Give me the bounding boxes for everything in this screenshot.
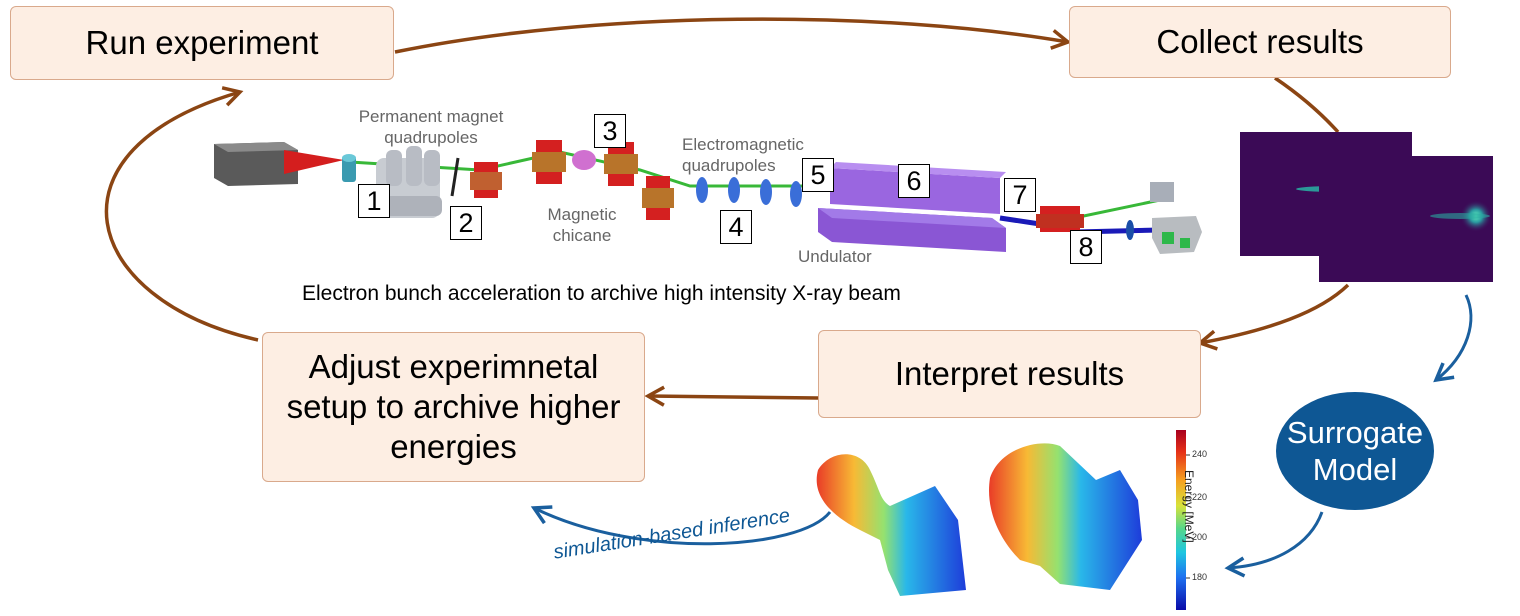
undulator-label-text: Undulator: [798, 247, 872, 266]
chicane-label: Magnetic chicane: [534, 204, 630, 246]
marker-1: 1: [358, 184, 390, 218]
detector-image-2: [1319, 156, 1493, 282]
emq-lenses: [696, 177, 802, 207]
arrow-collect-to-images: [1274, 76, 1340, 134]
adjust-setup-line-3: energies: [390, 428, 517, 465]
marker-2: 2: [450, 206, 482, 240]
marker-8: 8: [1070, 230, 1102, 264]
colorbar-tick-200: 200: [1192, 532, 1208, 542]
pmq-label-line-1: Permanent magnet: [358, 107, 504, 126]
surrogate-model-node: Surrogate Model: [1276, 392, 1434, 510]
arrow-interpret-to-adjust: [644, 385, 819, 407]
arrow-images-to-model: [1433, 294, 1473, 383]
chicane-center: [572, 150, 596, 170]
dipole-2: [470, 162, 502, 198]
pmq-label: Permanent magnet quadrupoles: [340, 106, 522, 148]
adjust-setup-line-1: Adjust experimnetal: [308, 348, 599, 385]
collect-results-box: Collect results: [1069, 6, 1451, 78]
run-experiment-box: Run experiment: [10, 6, 394, 80]
adjust-setup-box: Adjust experimnetal setup to archive hig…: [262, 332, 645, 482]
chicane-magnet-c: [642, 176, 674, 220]
interpret-results-box: Interpret results: [818, 330, 1201, 418]
run-experiment-label: Run experiment: [85, 24, 319, 61]
arrow-sbi: [530, 505, 832, 546]
chicane-magnet-b: [604, 142, 638, 186]
detector-images: [1240, 132, 1493, 282]
beamline-caption: Electron bunch acceleration to archive h…: [302, 282, 901, 305]
pmq-label-line-2: quadrupoles: [384, 128, 478, 147]
emq-label-line-1: Electromagnetic: [682, 135, 804, 154]
dipole-7: [1036, 206, 1084, 232]
marker-5: 5: [802, 158, 834, 192]
emq-label-line-2: quadrupoles: [682, 156, 776, 175]
undulator-label: Undulator: [798, 246, 894, 267]
cycle-arrows: [104, 17, 1350, 407]
colorbar-tick-220: 220: [1192, 492, 1208, 502]
phase-space-plots: [816, 443, 1142, 596]
surrogate-model-line-1: Surrogate: [1286, 415, 1424, 450]
gas-target: [342, 154, 356, 182]
model-arrows: [530, 294, 1473, 578]
phase-space-surrogate: [989, 443, 1142, 590]
electron-beam-path: [349, 150, 830, 188]
arrow-model-to-distribution: [1224, 511, 1324, 578]
interpret-results-label: Interpret results: [894, 355, 1125, 392]
arrow-images-to-interpret: [1196, 283, 1350, 351]
marker-3: 3: [594, 114, 626, 148]
marker-4: 4: [720, 210, 752, 244]
marker-6: 6: [898, 164, 930, 198]
screen-detectors: [1126, 182, 1202, 254]
foil: [450, 157, 460, 197]
surrogate-model-line-2: Model: [1312, 452, 1398, 487]
colorbar-tick-180: 180: [1192, 572, 1208, 582]
chicane-label-line-2: chicane: [552, 226, 612, 245]
adjust-setup-line-2: setup to archive higher: [286, 388, 621, 425]
collect-results-label: Collect results: [1156, 23, 1364, 60]
phase-space-sbi: [816, 454, 966, 596]
chicane-label-line-1: Magnetic: [547, 205, 617, 224]
energy-colorbar: [1176, 430, 1190, 610]
arrow-adjust-to-run: [104, 86, 259, 342]
emq-label: Electromagnetic quadrupoles: [682, 134, 842, 176]
colorbar-tick-240: 240: [1192, 449, 1208, 459]
arrow-run-to-collect: [394, 17, 1072, 54]
marker-7: 7: [1004, 178, 1036, 212]
chicane-magnet-a: [532, 140, 566, 184]
laser-source: [214, 142, 344, 186]
